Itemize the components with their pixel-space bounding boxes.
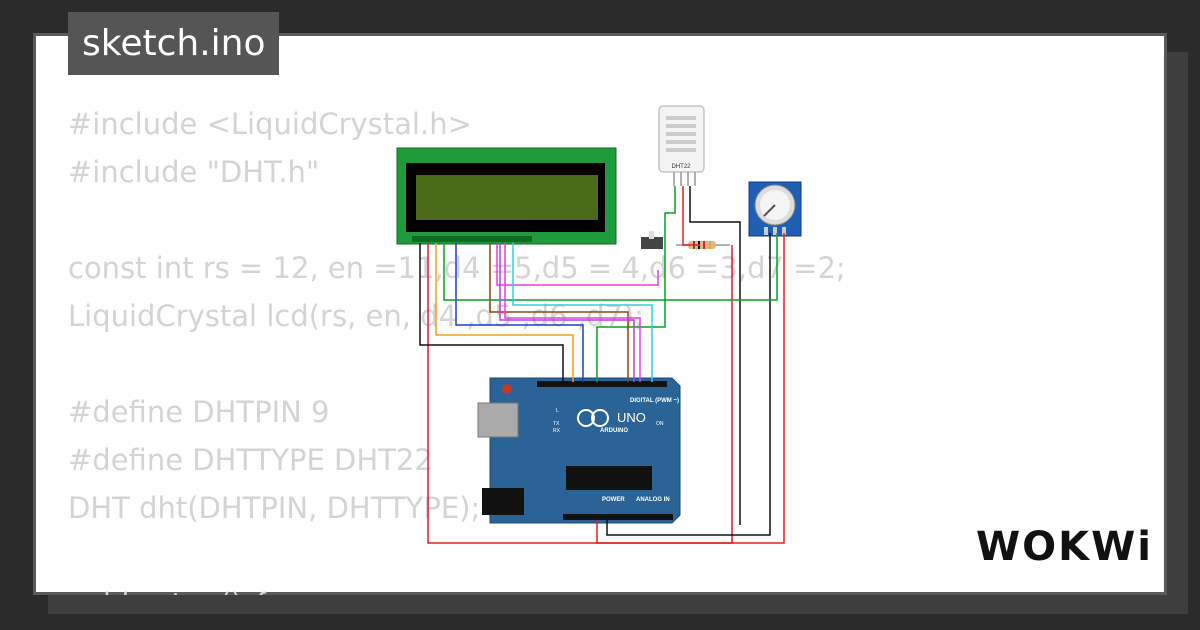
wire-brown-d5 bbox=[489, 243, 629, 382]
file-name-tab[interactable]: sketch.ino bbox=[68, 12, 280, 75]
wire-black-dht bbox=[689, 186, 741, 525]
wire-black-gnd bbox=[419, 243, 564, 382]
board-name: UNO bbox=[617, 410, 646, 425]
wire-red-power bbox=[427, 243, 733, 544]
digital-label: DIGITAL (PWM ~) bbox=[630, 398, 679, 404]
digital-header bbox=[537, 381, 667, 387]
dht22-sensor[interactable]: DHT22 bbox=[658, 105, 705, 186]
wire-blue bbox=[455, 243, 584, 382]
wire-red-dht bbox=[682, 186, 700, 246]
microcontroller-chip bbox=[566, 466, 652, 490]
wire-red-5v bbox=[596, 233, 785, 544]
power-jack bbox=[482, 488, 524, 515]
rx-label: RX bbox=[553, 428, 561, 434]
arduino-logo-icon bbox=[577, 409, 595, 427]
wire-magenta-d4b bbox=[499, 243, 635, 382]
wire-magenta-d4 bbox=[496, 243, 659, 286]
board-brand: ARDUINO bbox=[600, 428, 628, 434]
code-line: #include <LiquidCrystal.h> bbox=[68, 107, 472, 141]
card-right-shadow bbox=[1167, 52, 1188, 614]
wire-green-pot bbox=[443, 233, 778, 301]
wires bbox=[419, 186, 785, 544]
usb-port bbox=[477, 402, 519, 438]
power-label: POWER bbox=[602, 497, 625, 503]
reset-button[interactable] bbox=[502, 384, 512, 394]
wire-black-gnd2 bbox=[606, 233, 771, 536]
lcd-display[interactable] bbox=[396, 147, 617, 245]
dht22-label: DHT22 bbox=[671, 164, 691, 170]
wire-green-dht bbox=[596, 186, 676, 382]
tx-label: TX bbox=[553, 421, 560, 427]
card-bottom-shadow bbox=[48, 595, 1188, 614]
code-line: #include "DHT.h" bbox=[68, 155, 320, 189]
wire-cyan-d2 bbox=[512, 243, 653, 382]
wire-magenta-d3 bbox=[504, 243, 641, 382]
code-line: #define DHTPIN 9 bbox=[68, 395, 330, 429]
slide-switch[interactable] bbox=[641, 231, 663, 249]
analog-label: ANALOG IN bbox=[636, 497, 670, 503]
arduino-uno-board[interactable]: DIGITAL (PWM ~) UNO ARDUINO ON TX RX L P… bbox=[477, 377, 681, 524]
potentiometer[interactable] bbox=[748, 181, 802, 237]
wokwi-logo: WOKWi bbox=[976, 524, 1153, 570]
wire-orange bbox=[435, 243, 574, 382]
on-label: ON bbox=[656, 421, 664, 427]
l-label: L bbox=[556, 408, 559, 414]
power-analog-header bbox=[563, 514, 673, 520]
code-line: #define DHTTYPE DHT22 bbox=[68, 443, 433, 477]
code-line: DHT dht(DHTPIN, DHTTYPE); bbox=[68, 491, 481, 525]
